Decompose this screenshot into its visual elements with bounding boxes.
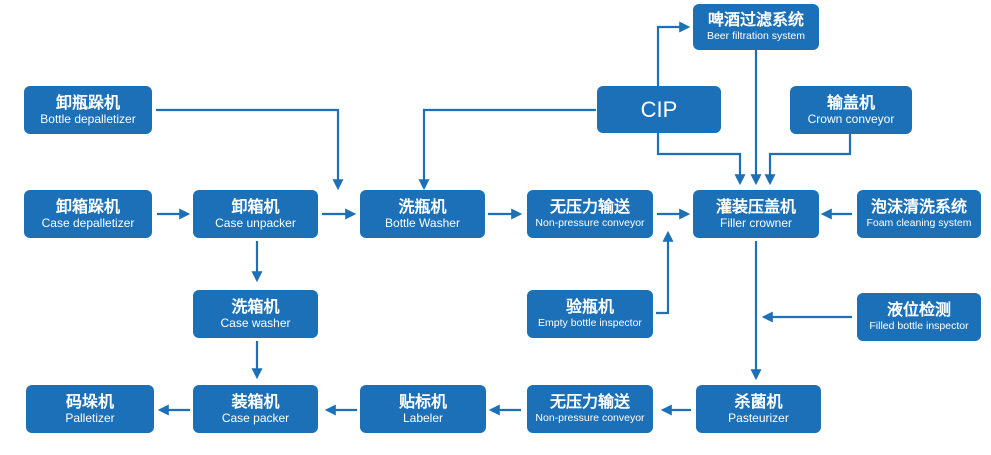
arrow-cip-to-beer-filtration [656, 21, 691, 86]
node-en-label: Empty bottle inspector [538, 317, 642, 329]
node-zh-label: 卸瓶跺机 [55, 93, 120, 112]
node-zh-label: 验瓶机 [565, 297, 614, 316]
node-zh-label: 洗瓶机 [398, 197, 447, 216]
node-zh-label: 灌装压盖机 [715, 197, 796, 216]
node-zh-label: 贴标机 [398, 392, 447, 411]
node-en-label: Pasteurizer [728, 411, 789, 425]
node-en-label: Non-pressure conveyor [535, 217, 645, 229]
node-en-label: Bottle depalletizer [40, 112, 136, 126]
node-zh-label: 码垛机 [65, 392, 114, 411]
node-empty-bottle-inspector[interactable]: 验瓶机 Empty bottle inspector [527, 290, 653, 338]
node-zh-label: 泡沫清洗系统 [870, 197, 967, 216]
node-palletizer[interactable]: 码垛机 Palletizer [26, 385, 154, 433]
node-en-label: Beer filtration system [706, 30, 806, 42]
node-en-label: Filler crowner [719, 216, 792, 230]
node-case-washer[interactable]: 洗箱机 Case washer [193, 290, 318, 338]
node-nonpressure-conveyor-bottom[interactable]: 无压力输送 Non-pressure conveyor [527, 385, 653, 433]
node-zh-label: 卸箱机 [231, 197, 280, 216]
node-zh-label: 装箱机 [231, 392, 280, 411]
node-en-label: Case packer [221, 411, 290, 425]
node-nonpressure-conveyor-top[interactable]: 无压力输送 Non-pressure conveyor [527, 190, 653, 238]
node-bottle-depalletizer[interactable]: 卸瓶跺机 Bottle depalletizer [24, 86, 152, 134]
node-crown-conveyor[interactable]: 输盖机 Crown conveyor [790, 86, 912, 134]
node-en-label: Labeler [402, 411, 444, 425]
node-case-packer[interactable]: 装箱机 Case packer [193, 385, 318, 433]
node-zh-label: 无压力输送 [549, 197, 630, 216]
node-beer-filtration-system[interactable]: 啤酒过滤系统 Beer filtration system [693, 4, 819, 50]
node-en-label: Palletizer [65, 411, 115, 425]
node-zh-label: 液位检测 [886, 300, 951, 319]
node-en-label: Bottle Washer [385, 216, 460, 230]
arrow-crown-conveyor-to-filler [764, 134, 852, 186]
node-en-label: Case depalletizer [41, 216, 135, 230]
arrow-cip-to-bottle-washer [418, 108, 596, 191]
node-labeler[interactable]: 贴标机 Labeler [360, 385, 486, 433]
node-label: CIP [640, 96, 678, 122]
node-en-label: Non-pressure conveyor [535, 412, 645, 424]
node-en-label: Filled bottle inspector [869, 320, 969, 332]
node-zh-label: 杀菌机 [734, 392, 783, 411]
arrow-empty-bottle-inspector-to-filler-line [656, 230, 674, 315]
node-zh-label: 啤酒过滤系统 [707, 10, 804, 29]
node-cip[interactable]: CIP [597, 86, 721, 133]
node-case-depalletizer[interactable]: 卸箱跺机 Case depalletizer [24, 190, 152, 238]
node-en-label: Case washer [220, 316, 291, 330]
node-bottle-washer[interactable]: 洗瓶机 Bottle Washer [360, 190, 485, 238]
node-en-label: Case unpacker [215, 216, 296, 230]
node-case-unpacker[interactable]: 卸箱机 Case unpacker [193, 190, 318, 238]
node-zh-label: 卸箱跺机 [55, 197, 120, 216]
node-en-label: Foam cleaning system [866, 217, 972, 229]
node-zh-label: 无压力输送 [549, 392, 630, 411]
node-foam-cleaning-system[interactable]: 泡沫清洗系统 Foam cleaning system [857, 190, 981, 238]
node-zh-label: 输盖机 [826, 93, 875, 112]
node-filler-crowner[interactable]: 灌装压盖机 Filler crowner [693, 190, 819, 238]
node-zh-label: 洗箱机 [231, 297, 280, 316]
node-filled-bottle-inspector[interactable]: 液位检测 Filled bottle inspector [857, 293, 981, 341]
arrow-bottle-depalletizer-to-bottle-washer [156, 108, 344, 191]
node-pasteurizer[interactable]: 杀菌机 Pasteurizer [696, 385, 821, 433]
arrow-cip-to-filler [656, 133, 746, 186]
node-en-label: Crown conveyor [807, 112, 895, 126]
